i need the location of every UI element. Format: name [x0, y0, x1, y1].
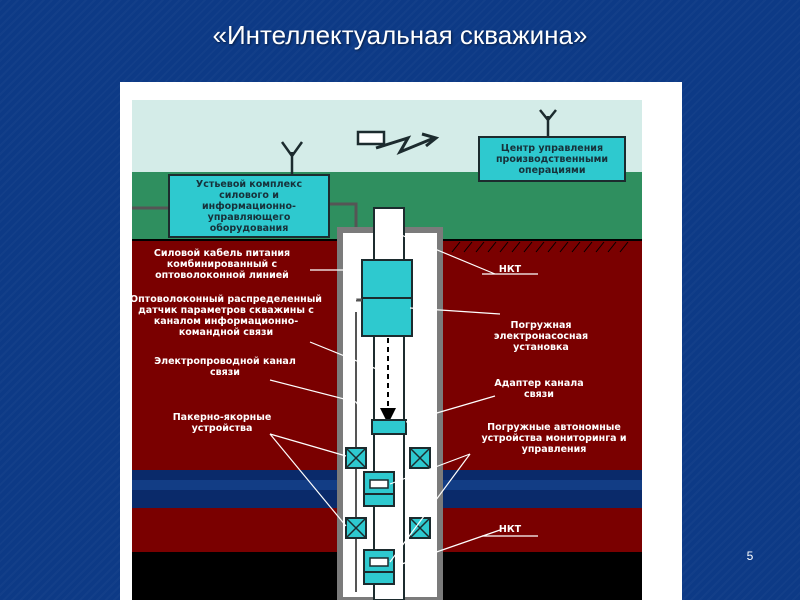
power-cable-label: Силовой кабель питания комбинированный с… [153, 248, 291, 281]
page-number: 5 [746, 549, 754, 563]
packer-upper-left [345, 447, 367, 469]
esp-unit-label: Погружная электронасосная установка [493, 320, 589, 353]
channel-adapter-device [371, 419, 407, 435]
control-center-box: Центр управления производственными опера… [478, 136, 626, 182]
wellhead-complex-box: Устьевой комплекс силового и информацион… [168, 174, 330, 238]
wired-channel-label: Электропроводной канал связи [154, 356, 296, 378]
leader-lines [269, 231, 501, 567]
tubing-bottom-label: НКТ [498, 524, 522, 535]
slide-title: «Интеллектуальная скважина» [212, 20, 588, 50]
antenna-control-center-icon [539, 109, 557, 136]
monitoring-devices-label: Погружные автономные устройства монитори… [481, 422, 627, 455]
packer-lower-left [345, 517, 367, 539]
diagram-panel: Устьевой комплекс силового и информацион… [120, 82, 682, 600]
wellhead-complex-label: Устьевой комплекс силового и информацион… [195, 178, 303, 234]
monitoring-device-upper [363, 471, 395, 507]
fiber-sensor-label: Оптоволоконный распределенный датчик пар… [130, 294, 322, 338]
transmitter-icon [356, 130, 386, 146]
antenna-wellhead-icon [280, 141, 304, 174]
surface-hatching [451, 241, 629, 253]
tubing-top-label: НКТ [498, 264, 522, 275]
control-center-label: Центр управления производственными опера… [495, 142, 608, 176]
packer-lower-right [409, 517, 431, 539]
well-diagram [132, 100, 642, 600]
monitoring-device-lower [363, 549, 395, 585]
channel-adapter-label: Адаптер канала связи [494, 378, 584, 400]
label-underlines [482, 273, 538, 537]
packer-upper-right [409, 447, 431, 469]
radio-signal-icon [375, 135, 435, 156]
radio-signal-arrowhead-icon [421, 132, 440, 148]
packer-devices-label: Пакерно-якорные устройства [172, 412, 272, 434]
